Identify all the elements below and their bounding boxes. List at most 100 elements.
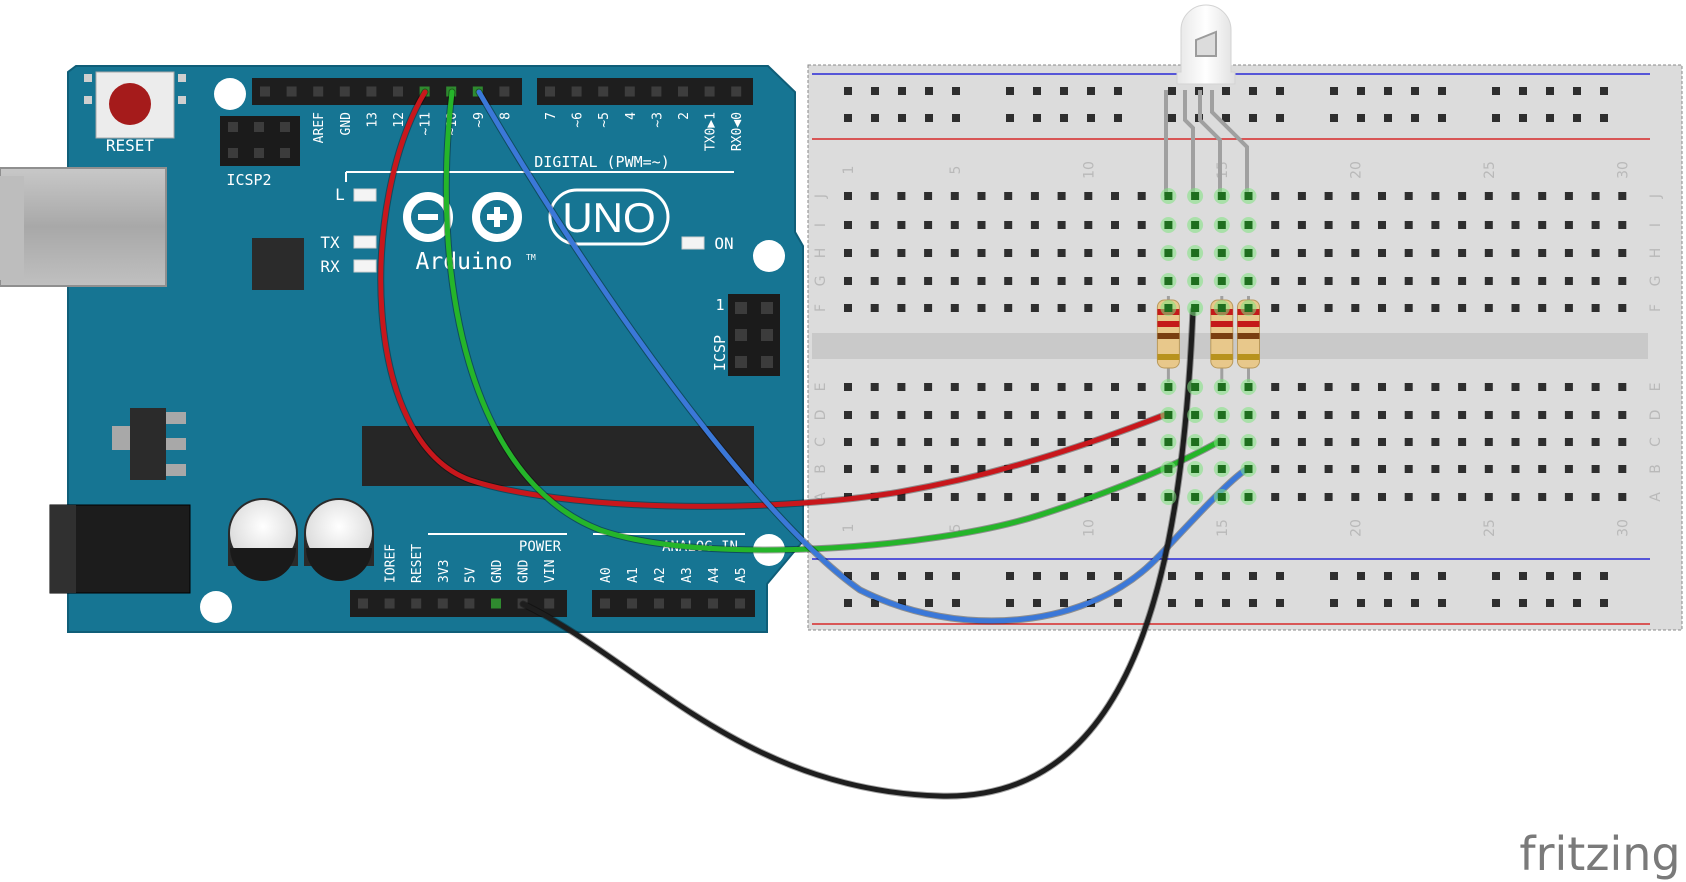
breadboard-hole (1431, 249, 1440, 257)
breadboard-hole (1404, 438, 1413, 446)
breadboard-hole (1217, 221, 1226, 229)
breadboard-hole (1297, 249, 1306, 257)
breadboard-hole (1351, 304, 1360, 312)
breadboard-hole (1484, 304, 1493, 312)
breadboard-hole (1484, 438, 1493, 446)
breadboard-hole (977, 438, 986, 446)
breadboard-hole (1591, 465, 1600, 473)
breadboard-hole (1511, 465, 1520, 473)
breadboard-hole (1111, 383, 1119, 391)
breadboard-hole (1351, 192, 1360, 200)
regulator-leg (166, 438, 186, 450)
breadboard-hole (925, 87, 933, 95)
infinity-logo-icon (403, 192, 522, 242)
breadboard-hole (1271, 465, 1280, 473)
breadboard-hole (1411, 599, 1419, 607)
breadboard-hole (1458, 383, 1467, 391)
breadboard-hole (977, 249, 986, 257)
breadboard-hole (1244, 438, 1253, 446)
breadboard-hole (1351, 493, 1360, 501)
uno-badge (548, 188, 670, 246)
breadboard-hole (1164, 192, 1173, 200)
breadboard-hole (1084, 304, 1093, 312)
breadboard-hole (1564, 438, 1573, 446)
digital-pin-label: ~3 (650, 112, 665, 128)
breadboard-hole (1618, 221, 1627, 229)
breadboard-hole (1137, 493, 1146, 501)
column-number: 25 (1482, 161, 1498, 179)
breadboard-hole (844, 304, 852, 312)
header-pin (598, 86, 609, 97)
breadboard-hole (1137, 277, 1146, 285)
breadboard-hole (1600, 599, 1608, 607)
breadboard-hole (1297, 493, 1306, 501)
breadboard-hole (1191, 493, 1200, 501)
breadboard-hole (1431, 221, 1440, 229)
column-number: 15 (1215, 519, 1231, 537)
breadboard-hole (1084, 192, 1093, 200)
breadboard-hole (1357, 87, 1365, 95)
row-letter: G (813, 276, 829, 287)
digital-pin-label: 2 (677, 112, 692, 120)
breadboard-hole (1511, 192, 1520, 200)
breadboard-hole (897, 411, 906, 419)
breadboard-hole (1378, 411, 1386, 419)
breadboard-hole (1006, 87, 1014, 95)
reset-button-cap[interactable] (109, 83, 151, 125)
breadboard-hole (1404, 192, 1413, 200)
breadboard-hole (1191, 465, 1200, 473)
digital-pin-label: ~6 (571, 112, 586, 128)
green-wire[interactable] (443, 89, 1223, 553)
breadboard-hole (1057, 192, 1066, 200)
breadboard-hole (1538, 465, 1547, 473)
black-wire[interactable] (520, 307, 1196, 799)
digital-pin-label: 4 (624, 112, 639, 120)
breadboard-hole (1244, 411, 1253, 419)
breadboard-hole (1484, 249, 1493, 257)
breadboard-hole (1618, 438, 1627, 446)
icsp-header (728, 294, 780, 376)
breadboard-hole (1564, 277, 1573, 285)
power-pin-label: 5V (463, 567, 478, 583)
row-letter: J (813, 194, 829, 199)
red-wire[interactable] (378, 89, 1170, 509)
breadboard-hole (1564, 221, 1573, 229)
digital-pin-label: 7 (544, 112, 559, 120)
breadboard-hole (1084, 411, 1093, 419)
blue-wire[interactable] (476, 89, 1250, 624)
breadboard-hole (1404, 277, 1413, 285)
breadboard-hole (1004, 277, 1013, 285)
breadboard-hole (1191, 192, 1200, 200)
column-number: 15 (1215, 161, 1231, 179)
digital-pin-label: 8 (498, 112, 513, 120)
breadboard-hole (844, 383, 852, 391)
breadboard-hole (1538, 493, 1547, 501)
breadboard-hole (1137, 221, 1146, 229)
breadboard-hole (1276, 114, 1284, 122)
breadboard-hole (1591, 411, 1600, 419)
breadboard-hole (1573, 599, 1581, 607)
breadboard-hole (1217, 438, 1226, 446)
breadboard-hole (1033, 87, 1041, 95)
breadboard-hole (1492, 114, 1500, 122)
breadboard-hole (1164, 438, 1173, 446)
breadboard-hole (1519, 87, 1527, 95)
breadboard-hole (1195, 599, 1203, 607)
breadboard-hole (844, 277, 852, 285)
breadboard-hole (898, 599, 906, 607)
breadboard-hole (1217, 277, 1226, 285)
header-pin (313, 86, 324, 97)
column-number: 1 (841, 524, 857, 533)
led-rx (353, 259, 377, 273)
breadboard-hole (1222, 599, 1230, 607)
breadboard-hole (977, 277, 986, 285)
breadboard-hole (925, 599, 933, 607)
breadboard-hole (1164, 221, 1173, 229)
row-letter: E (813, 383, 829, 392)
breadboard-hole (1271, 493, 1280, 501)
breadboard-hole (1191, 304, 1200, 312)
breadboard-hole (1111, 277, 1119, 285)
breadboard-hole (1297, 192, 1306, 200)
